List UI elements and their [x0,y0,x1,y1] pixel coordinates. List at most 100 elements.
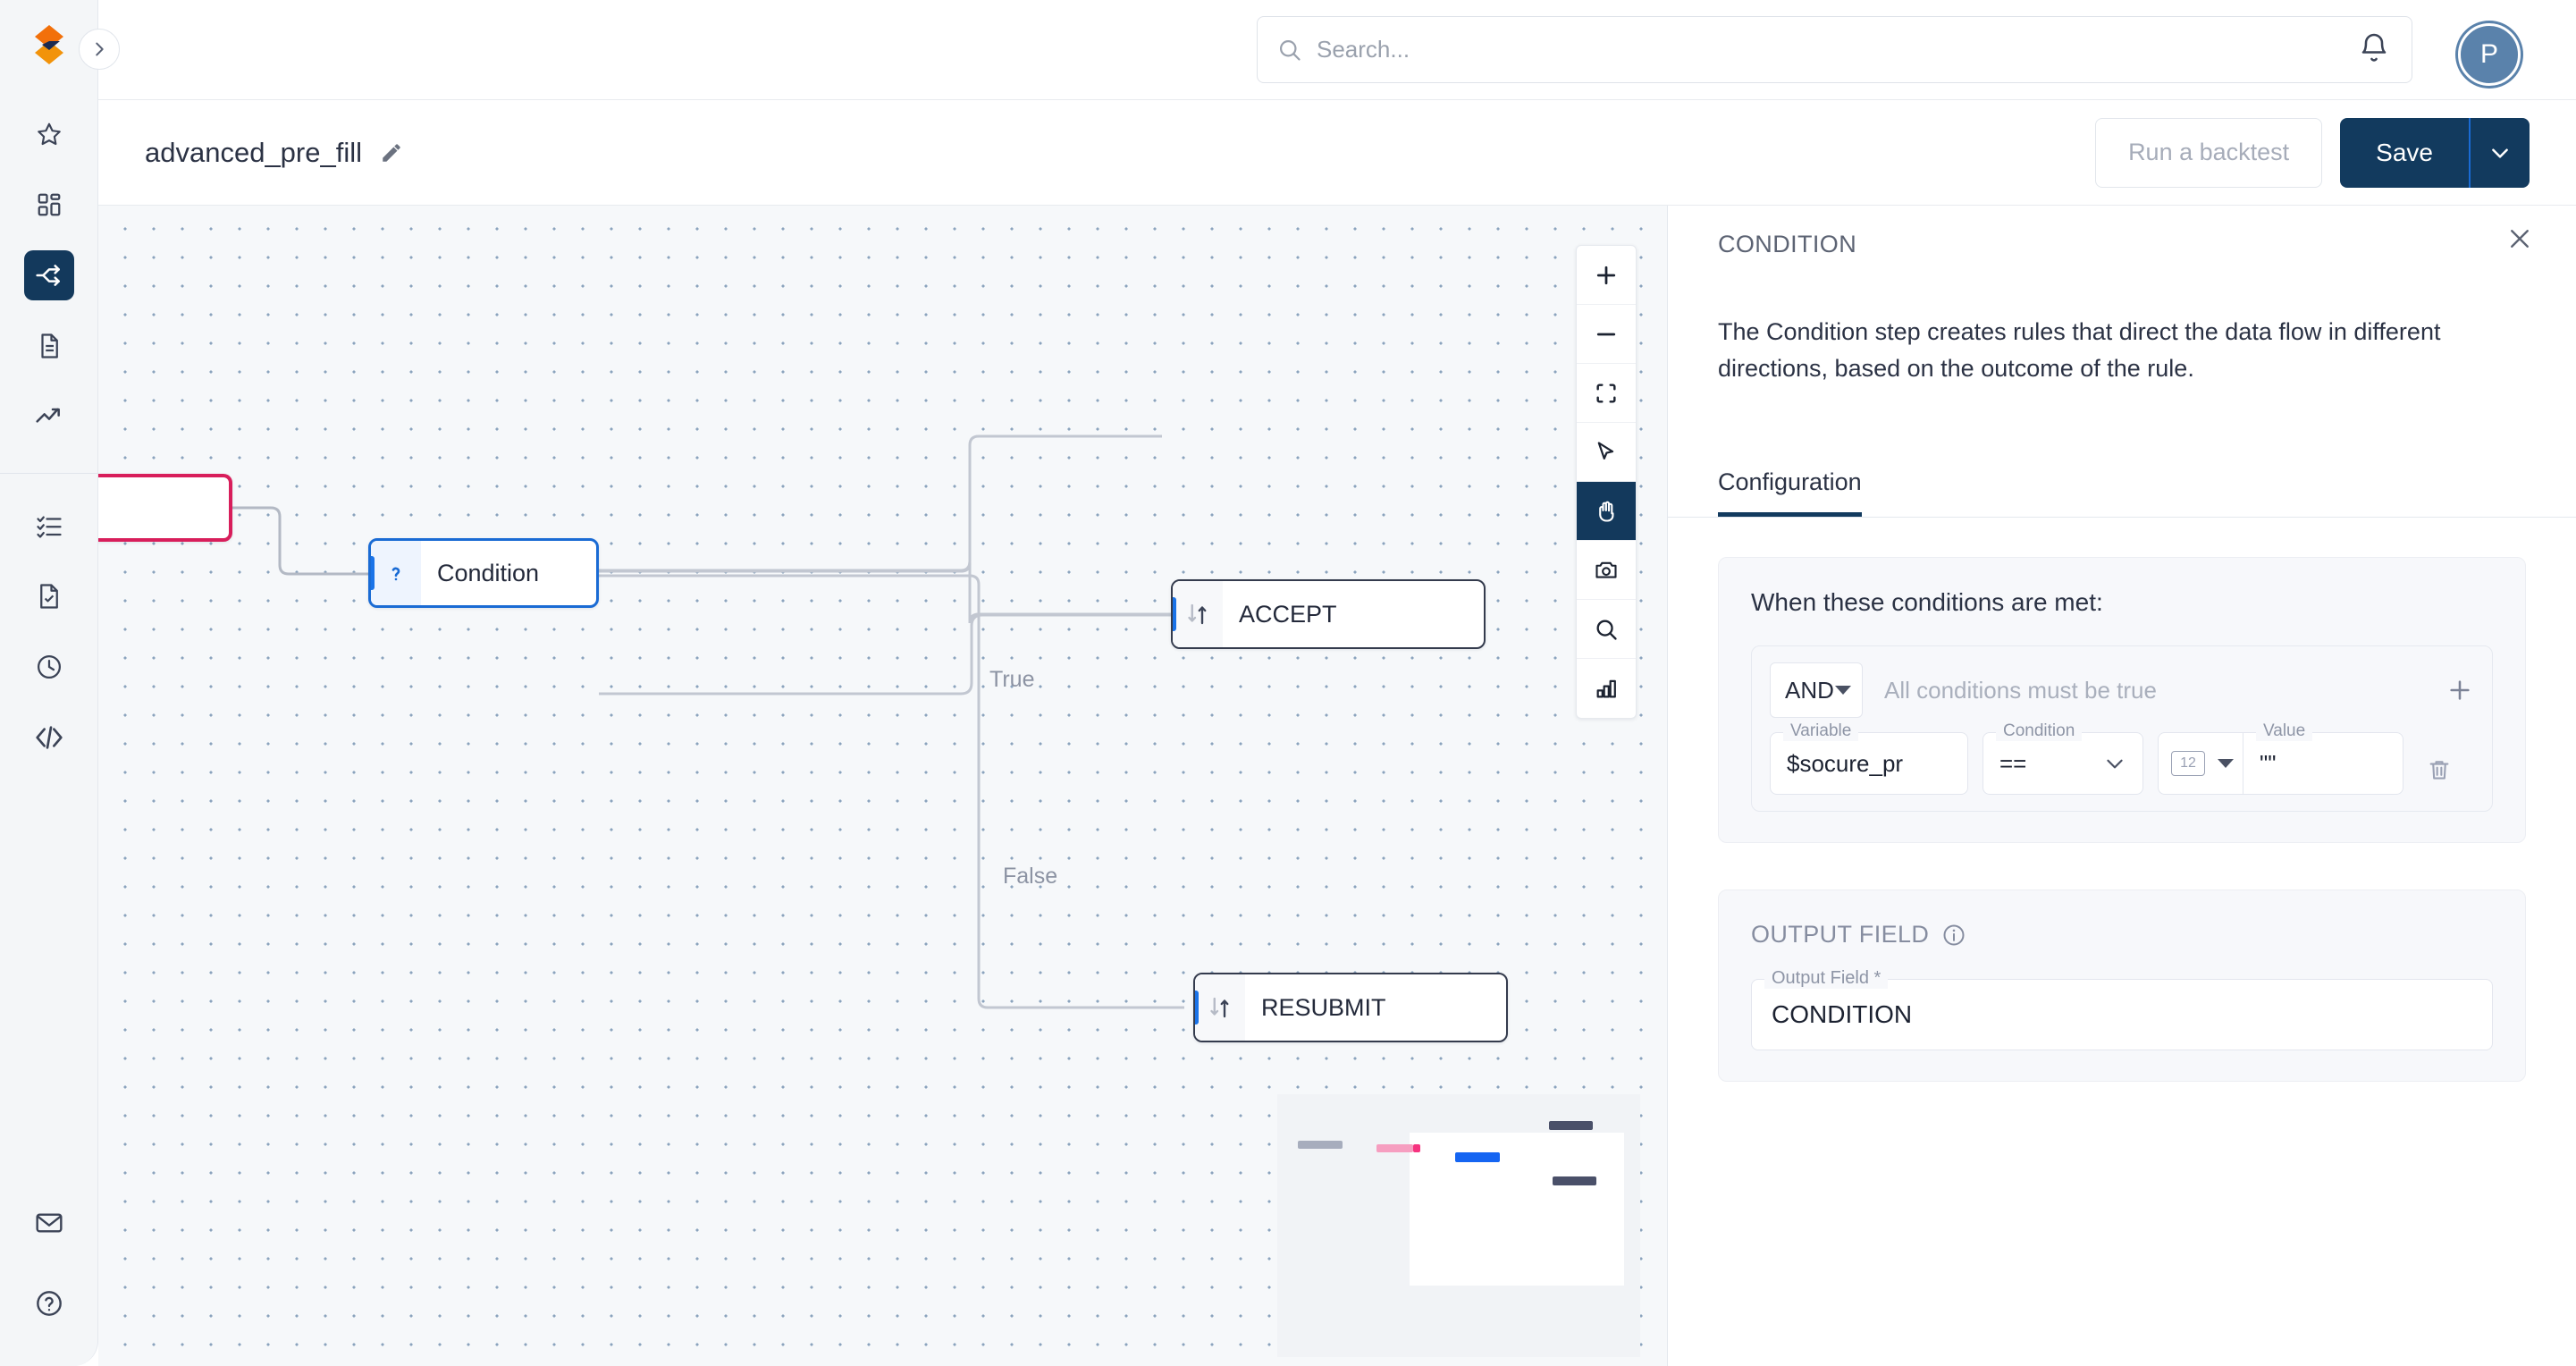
logic-operator-select[interactable]: AND [1770,662,1863,718]
select-tool-button[interactable] [1577,423,1636,482]
panel-kicker: CONDITION [1718,231,1857,257]
node-start-label [98,477,114,538]
sidebar-item-reports[interactable] [24,571,74,621]
trash-icon [2429,761,2449,780]
workflow-actions: Run a backtest Save [2095,117,2530,188]
chevron-down-icon [2492,148,2508,158]
step-details-panel: CONDITION The Condition step creates rul… [1667,206,2576,1366]
rail-primary-group [0,109,97,462]
conditions-heading: When these conditions are met: [1751,588,2103,616]
node-resubmit-input-handle[interactable] [1195,991,1199,1024]
canvas-search-button[interactable] [1577,600,1636,659]
value-field-value: "" [2260,749,2277,777]
tab-configuration[interactable]: Configuration [1718,468,1862,517]
statistics-button[interactable] [1577,659,1636,718]
sidebar-item-documents[interactable] [24,321,74,371]
sidebar-item-workflows[interactable] [23,250,74,300]
rail-expand-button[interactable] [79,29,120,70]
minimap-node-pink-accent [1413,1144,1420,1152]
global-topbar: P [79,0,2576,100]
workflow-canvas[interactable]: Condition ACCEPT [98,206,1667,1366]
sidebar-item-analytics[interactable] [24,392,74,442]
panel-close-button[interactable] [2506,225,2533,257]
node-condition-input-handle[interactable] [371,556,375,590]
sidebar-item-history[interactable] [24,642,74,692]
fit-view-button[interactable] [1577,364,1636,423]
screenshot-button[interactable] [1577,541,1636,600]
run-backtest-button[interactable]: Run a backtest [2095,117,2323,188]
app-logo[interactable] [24,21,74,72]
caret-down-icon [1835,686,1851,695]
sidebar-item-tasks[interactable] [24,501,74,551]
arrows-up-down-icon [1173,581,1223,647]
node-condition[interactable]: Condition [368,538,599,608]
bar-chart-icon [1596,679,1616,698]
operator-select[interactable]: Condition == [1983,721,2143,795]
node-accept-label: ACCEPT [1239,600,1337,628]
save-button[interactable]: Save [2340,117,2469,188]
save-options-button[interactable] [2469,117,2530,188]
panel-description: The Condition step creates rules that di… [1718,318,2441,382]
bell-icon [2361,33,2387,62]
condition-row: Variable $socure_pr Condition == [1770,721,2474,795]
condition-group-header: AND All conditions must be true [1770,662,2474,718]
avatar-initial: P [2479,39,2498,69]
delete-condition-button[interactable] [2418,757,2455,795]
output-field-input[interactable]: Output Field * CONDITION [1751,968,2493,1050]
output-field-label: Output Field * [1764,968,1889,989]
caret-down-icon [2218,759,2234,768]
operator-value: == [1999,749,2027,777]
condition-group: AND All conditions must be true [1751,645,2493,812]
minimap-node-pink [1376,1144,1413,1152]
save-button-group: Save [2340,117,2530,188]
node-accept[interactable]: ACCEPT [1171,579,1486,649]
rename-workflow-button[interactable] [380,141,403,164]
pan-tool-button[interactable] [1577,482,1636,541]
output-field-heading-text: OUTPUT FIELD [1751,921,1930,948]
sidebar-item-developer[interactable] [24,713,74,763]
sidebar-item-dashboard[interactable] [24,180,74,230]
conditions-hint: All conditions must be true [1884,676,2157,704]
minimap-node-start [1298,1141,1343,1149]
sidebar-item-favorites[interactable] [24,109,74,159]
node-condition-label: Condition [437,559,540,586]
minimap-node-condition [1455,1152,1500,1162]
variable-field-value: $socure_pr [1787,749,1904,777]
magnifier-icon [1596,620,1617,640]
user-avatar[interactable]: P [2458,23,2521,86]
hand-icon [1599,501,1614,522]
sidebar-item-help[interactable] [24,1278,74,1328]
edge-label-true: True [989,667,1035,692]
value-field[interactable]: Value "" [2243,721,2403,795]
chevron-right-icon [96,42,104,56]
node-resubmit[interactable]: RESUBMIT [1193,973,1508,1042]
output-field-card: OUTPUT FIELD Output Field * CONDITION [1718,890,2526,1082]
rail-corner-accent [0,1325,30,1366]
add-condition-button[interactable] [2446,676,2474,704]
cursor-arrow-icon [1597,441,1614,460]
fit-screen-icon [1596,383,1616,403]
search-input[interactable] [1317,36,2392,63]
canvas-minimap[interactable] [1277,1094,1640,1357]
node-accept-input-handle[interactable] [1173,597,1176,631]
rail-divider [0,473,98,474]
variable-field[interactable]: Variable $socure_pr [1770,721,1968,795]
rail-secondary-group [0,501,97,783]
search-icon [1279,39,1301,61]
search-box[interactable] [1257,16,2412,83]
value-type-select[interactable]: 12 [2158,732,2243,795]
minimap-node-accept [1549,1121,1593,1130]
zoom-in-button[interactable] [1577,246,1636,305]
node-start[interactable] [98,474,232,542]
panel-content: When these conditions are met: AND All c… [1668,518,2576,1366]
minus-icon [1596,333,1616,335]
zoom-out-button[interactable] [1577,305,1636,364]
minimap-viewport [1410,1133,1624,1286]
panel-tabs: Configuration [1668,468,2576,518]
info-circle-icon[interactable] [1941,923,1966,948]
page-title: advanced_pre_fill [145,136,363,168]
sidebar-item-inbox[interactable] [24,1198,74,1248]
global-search [1257,16,2412,83]
notifications-button[interactable] [2358,32,2390,69]
